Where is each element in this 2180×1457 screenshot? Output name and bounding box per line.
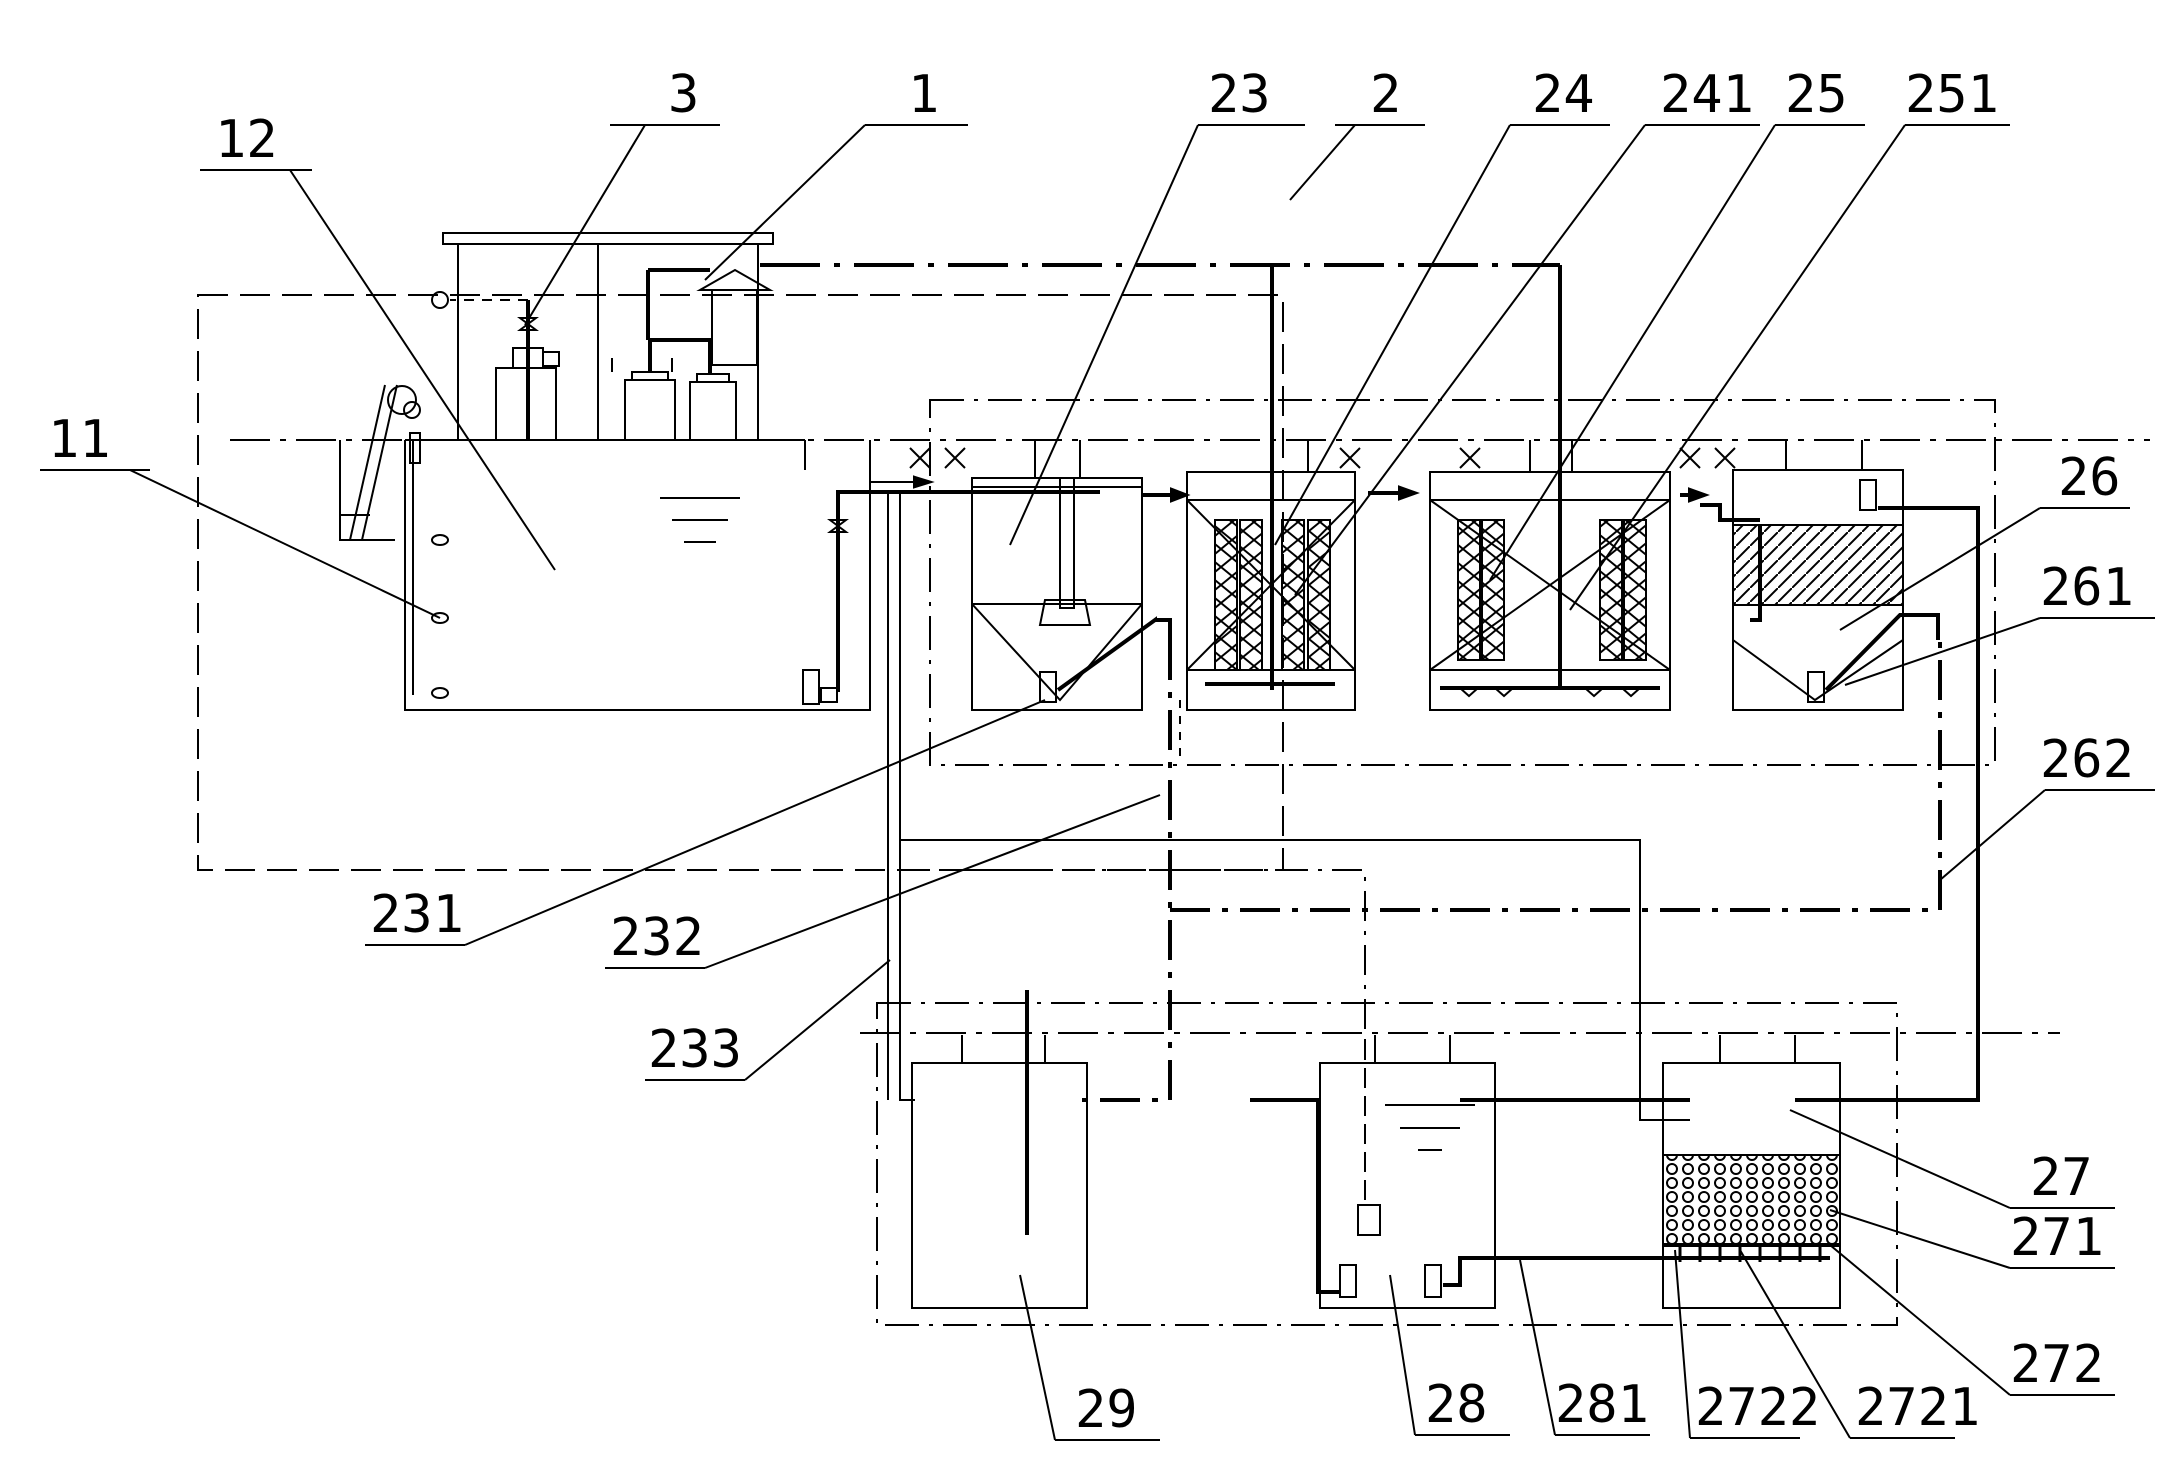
sludge-tank xyxy=(911,990,1088,1309)
label-12: 12 xyxy=(215,110,278,170)
filter-tank xyxy=(1662,1035,1841,1309)
reference-numerals: 3 1 12 23 2 24 241 25 251 11 26 261 262 … xyxy=(48,65,2134,1440)
label-261: 261 xyxy=(2040,558,2134,618)
secondary-settling-tank xyxy=(1700,440,1980,1102)
label-281: 281 xyxy=(1555,1375,1649,1435)
label-3: 3 xyxy=(668,65,699,125)
label-272: 272 xyxy=(2010,1335,2104,1395)
label-231: 231 xyxy=(370,885,464,945)
clear-water-tank xyxy=(1250,1035,1830,1309)
label-25: 25 xyxy=(1785,65,1848,125)
boundary-sludge xyxy=(876,1002,1898,1326)
air-drops xyxy=(1270,265,1562,690)
label-2722: 2722 xyxy=(1695,1378,1820,1438)
label-233: 233 xyxy=(648,1020,742,1080)
label-26: 26 xyxy=(2058,448,2121,508)
filter-nozzles xyxy=(1678,1245,1822,1262)
label-23: 23 xyxy=(1208,65,1271,125)
regulating-tank xyxy=(339,432,871,711)
label-2: 2 xyxy=(1370,65,1401,125)
boundary-pretreatment xyxy=(197,294,1284,871)
anoxic-tank xyxy=(1186,440,1356,711)
aerobic-tank xyxy=(1429,440,1671,711)
flow-arrows xyxy=(870,475,1710,503)
label-251: 251 xyxy=(1905,65,1999,125)
label-29: 29 xyxy=(1075,1380,1138,1440)
bar-screen xyxy=(340,384,421,541)
label-262: 262 xyxy=(2040,730,2134,790)
label-2721: 2721 xyxy=(1855,1378,1980,1438)
dosing-unit xyxy=(431,291,560,441)
label-24: 24 xyxy=(1532,65,1595,125)
control-room xyxy=(442,232,774,440)
label-241: 241 xyxy=(1660,65,1754,125)
label-232: 232 xyxy=(610,908,704,968)
boundary-biological xyxy=(929,399,1996,766)
lift-pump xyxy=(802,490,1100,705)
sludge-lines xyxy=(887,492,1942,1121)
blower-units xyxy=(611,268,774,441)
label-1: 1 xyxy=(908,65,939,125)
label-271: 271 xyxy=(2010,1208,2104,1268)
leader-lines xyxy=(40,124,2155,1441)
valves xyxy=(909,447,1736,469)
label-11: 11 xyxy=(48,410,111,470)
label-28: 28 xyxy=(1425,1375,1488,1435)
label-27: 27 xyxy=(2030,1148,2093,1208)
primary-settling-tank xyxy=(971,440,1172,711)
